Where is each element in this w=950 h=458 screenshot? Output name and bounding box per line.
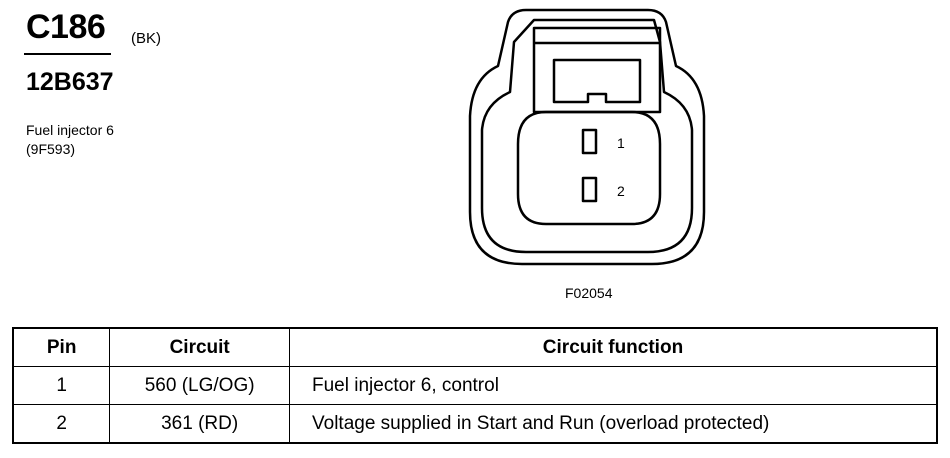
circuit-function-cell: Voltage supplied in Start and Run (overl…: [289, 404, 938, 444]
connector-face-diagram: 1 2: [468, 8, 706, 266]
table-row: 1 560 (LG/OG) Fuel injector 6, control: [12, 366, 938, 405]
table-row: 2 361 (RD) Voltage supplied in Start and…: [12, 404, 938, 444]
figure-id: F02054: [565, 285, 613, 301]
title-underline: [24, 53, 111, 55]
connector-cavity-face: [516, 110, 662, 226]
locking-tab: [552, 58, 642, 104]
connector-outer-housing: [468, 8, 706, 266]
column-header-circuit-function: Circuit function: [289, 327, 938, 367]
circuit-function-cell: Fuel injector 6, control: [289, 366, 938, 405]
pinout-table: Pin Circuit Circuit function 1 560 (LG/O…: [12, 327, 938, 444]
circuit-cell: 560 (LG/OG): [109, 366, 290, 405]
column-header-circuit: Circuit: [109, 327, 290, 367]
color-code: (BK): [131, 30, 161, 47]
table-header-row: Pin Circuit Circuit function: [12, 327, 938, 367]
component-base-part: (9F593): [26, 141, 76, 157]
connector-id: C186: [26, 8, 106, 46]
component-name: Fuel injector 6: [26, 122, 114, 138]
pin-1-label: 1: [617, 135, 625, 151]
pin-2-label: 2: [617, 183, 625, 199]
part-number: 12B637: [26, 68, 114, 96]
connector-inner-housing: [480, 18, 694, 254]
pin-cell: 2: [12, 404, 111, 444]
component-description: Fuel injector 6 (9F593): [26, 121, 114, 159]
pin-1-cavity: [581, 128, 598, 155]
pin-2-cavity: [581, 176, 598, 203]
column-header-pin: Pin: [12, 327, 111, 367]
pin-cell: 1: [12, 366, 111, 405]
circuit-cell: 361 (RD): [109, 404, 290, 444]
